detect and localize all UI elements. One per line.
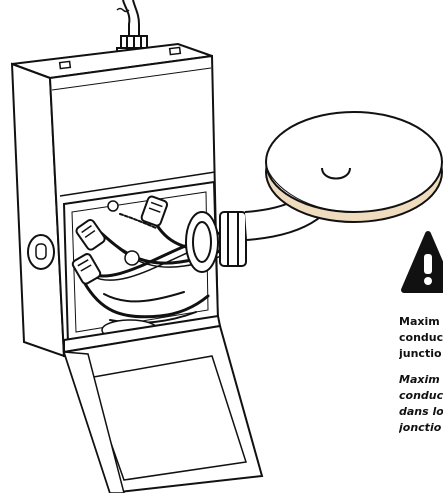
warning-note-fr-line-3: dans lo: [399, 405, 443, 418]
front-panel-divider: [59, 171, 216, 197]
warning-note-fr-line-4: jonctio: [399, 421, 442, 434]
mounting-tab-right: [168, 46, 182, 56]
warning-note: Maxim conduc junctio Maxim conduc dans l…: [399, 314, 443, 436]
knockout-hole: [27, 234, 55, 270]
compartment-inner-wall: [71, 191, 209, 333]
warning-note-en-line-1: Maxim: [399, 315, 440, 328]
conduit-fitting: [185, 211, 247, 273]
mounting-post: [124, 250, 140, 266]
wire-nut-lower-left: [71, 253, 102, 285]
wire-nut-upper-left: [75, 219, 106, 251]
wire-nut-upper-right: [140, 195, 169, 227]
warning-note-gap: [399, 362, 443, 372]
warning-triangle-icon: [401, 231, 443, 293]
warning-note-en-line-2: conduc: [399, 331, 443, 344]
junction-box-disc: [265, 111, 443, 223]
warning-note-en-line-3: junctio: [399, 347, 442, 360]
mounting-tab-left: [58, 60, 72, 70]
front-panel-seam: [51, 67, 212, 91]
warning-note-fr-line-1: Maxim: [399, 373, 440, 386]
conduit-top-end: [321, 167, 351, 180]
warning-note-fr-line-2: conduc: [399, 389, 443, 402]
ground-screw: [107, 200, 119, 212]
power-cord: [116, 0, 140, 36]
front-cover-lip: [62, 351, 125, 493]
